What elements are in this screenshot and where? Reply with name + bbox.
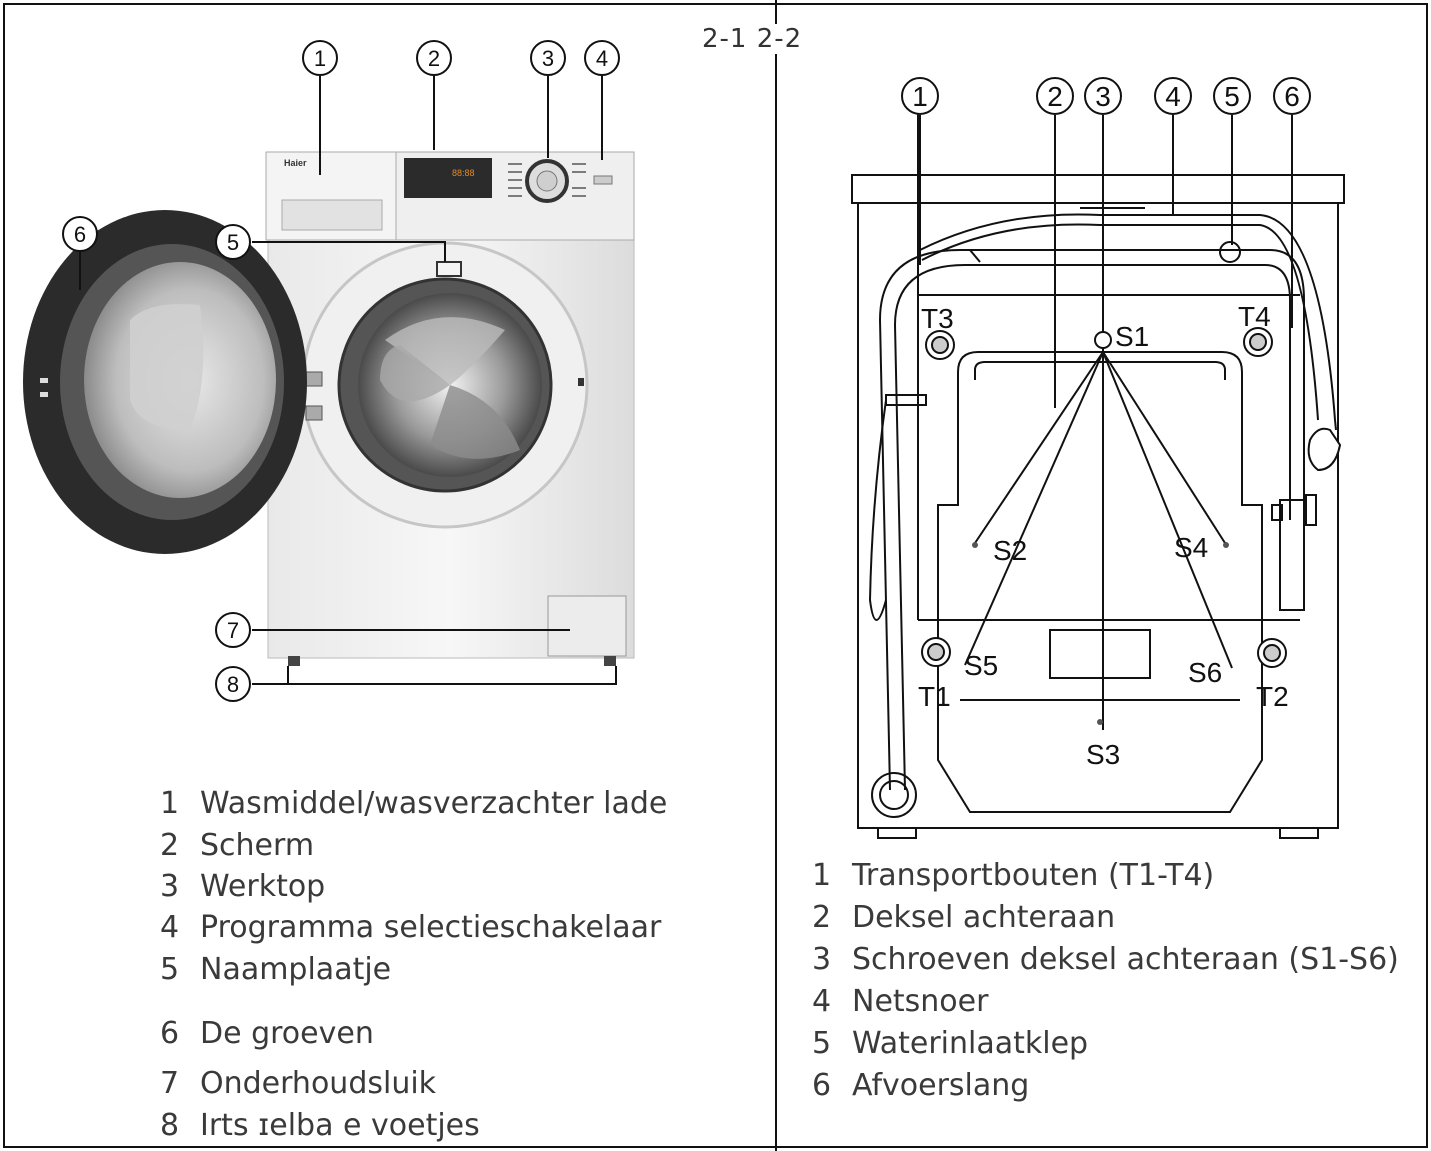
power-cord	[919, 213, 1337, 431]
bolt-t2	[1257, 638, 1287, 668]
service-hatch	[547, 595, 627, 657]
page-frame	[3, 3, 1428, 1148]
label-s3: S3	[1086, 739, 1120, 770]
svg-text:2: 2	[428, 46, 440, 71]
washer-front-illustration: Haier 88:88	[23, 40, 635, 702]
label-t4: T4	[1238, 301, 1271, 332]
display-screen	[404, 158, 492, 198]
rear-callout-1: 1	[901, 77, 939, 115]
label-s1: S1	[1115, 321, 1149, 352]
foot-right	[604, 656, 616, 666]
screw-s2	[972, 542, 978, 548]
water-inlet-valve	[1219, 241, 1241, 263]
foot-left	[288, 656, 300, 666]
label-s6: S6	[1188, 657, 1222, 688]
label-t1: T1	[918, 681, 951, 712]
callouts-right: 1 2 3 4 5 6	[901, 77, 1311, 115]
figure-label: 2-1 2-2	[700, 24, 805, 54]
callout-6: 6	[62, 216, 98, 252]
top-lid	[851, 174, 1345, 204]
label-s2: S2	[993, 535, 1027, 566]
svg-text:3: 3	[542, 46, 554, 71]
callout-1: 1	[302, 40, 338, 76]
screw-s1	[1094, 331, 1112, 349]
nameplate	[436, 261, 462, 277]
back-cover	[937, 351, 1263, 813]
bolt-t3	[925, 330, 955, 360]
rear-callout-5: 5	[1213, 77, 1251, 115]
label-t2: T2	[1256, 681, 1289, 712]
rear-foot-right	[1279, 827, 1319, 839]
label-s4: S4	[1174, 532, 1208, 563]
callout-8: 8	[215, 666, 251, 702]
rear-callout-4: 4	[1154, 77, 1192, 115]
svg-text:6: 6	[74, 222, 86, 247]
label-s5: S5	[964, 650, 998, 681]
callout-4: 4	[584, 40, 620, 76]
svg-text:4: 4	[1165, 81, 1181, 112]
svg-text:4: 4	[596, 46, 608, 71]
callout-5: 5	[215, 224, 251, 260]
svg-text:1: 1	[314, 46, 326, 71]
screws	[972, 331, 1229, 725]
bolt-t4	[1243, 327, 1273, 357]
brand-logo: Haier	[284, 158, 307, 168]
screw-s3	[1097, 719, 1103, 725]
rear-foot-left	[877, 827, 917, 839]
svg-text:7: 7	[227, 618, 239, 643]
callout-7: 7	[215, 612, 251, 648]
svg-text:8: 8	[227, 672, 239, 697]
panel-divider	[775, 0, 777, 1151]
svg-text:5: 5	[227, 230, 239, 255]
svg-text:2: 2	[1047, 81, 1063, 112]
rear-callout-6: 6	[1273, 77, 1311, 115]
svg-text:6: 6	[1284, 81, 1300, 112]
callouts-left: 1 2 3 4 5 6 7 8	[62, 40, 620, 702]
screw-s4	[1223, 542, 1229, 548]
display-readout: 88:88	[452, 168, 475, 178]
cabinet	[857, 203, 1339, 829]
svg-text:5: 5	[1224, 81, 1240, 112]
bolt-screw-labels: T3 T4 T1 T2 S1 S2 S4 S5 S6 S3	[918, 301, 1289, 770]
callout-3: 3	[530, 40, 566, 76]
washer-rear-diagram: T3 T4 T1 T2 S1 S2 S4 S5 S6 S3 1 2 3 4 5 …	[851, 77, 1345, 839]
drain-hose	[878, 249, 1305, 791]
svg-text:1: 1	[912, 81, 928, 112]
transport-bolts	[921, 327, 1287, 668]
rear-callout-3: 3	[1084, 77, 1122, 115]
svg-text:3: 3	[1095, 81, 1111, 112]
rear-callout-2: 2	[1036, 77, 1074, 115]
label-t3: T3	[921, 303, 954, 334]
callout-2: 2	[416, 40, 452, 76]
bolt-t1	[921, 637, 951, 667]
rear-label	[1049, 629, 1151, 679]
